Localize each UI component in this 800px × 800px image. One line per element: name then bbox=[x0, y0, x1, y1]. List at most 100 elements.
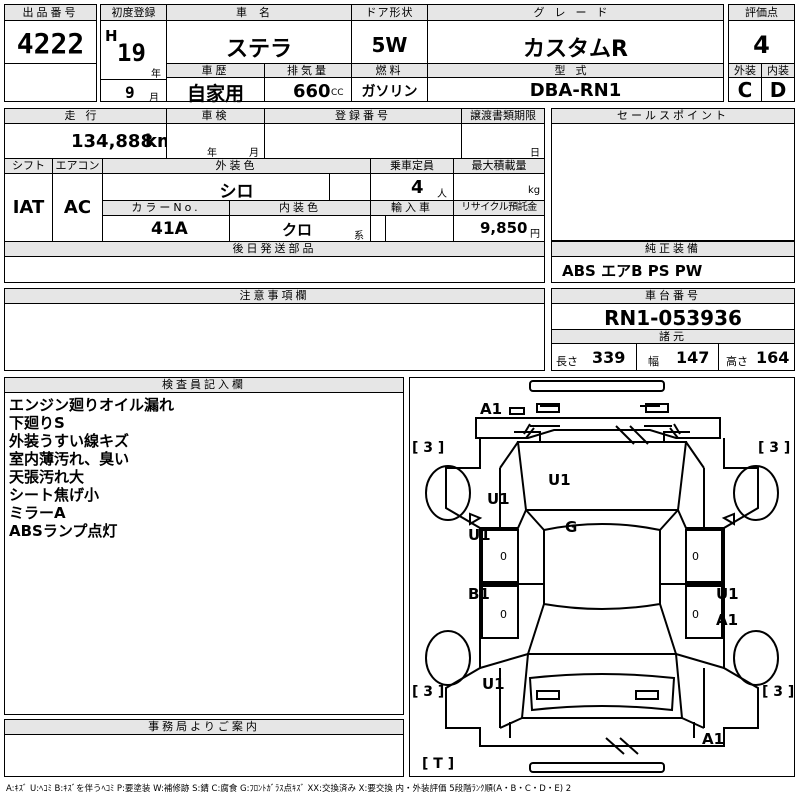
mark-roof: G bbox=[565, 518, 578, 536]
specs-width: 147 bbox=[676, 348, 710, 367]
front-panel bbox=[475, 417, 721, 439]
ext-color-label: 外装色 bbox=[103, 159, 370, 174]
capacity-unit: 人 bbox=[437, 189, 447, 200]
color-no-box: カラーNo. 41A bbox=[102, 200, 230, 242]
recycle-unit: 円 bbox=[530, 229, 540, 240]
shift-value: IAT bbox=[12, 197, 45, 218]
note-line: ミラーA bbox=[9, 504, 66, 522]
equipment-label: 純正装備 bbox=[552, 242, 794, 257]
equipment-box: 純正装備 ABS エアB PS PW bbox=[551, 241, 795, 283]
inspection-month-unit: 月 bbox=[249, 148, 259, 159]
first-reg-label: 初度登録 bbox=[101, 5, 166, 21]
inspector-label: 検査員記入欄 bbox=[5, 378, 403, 393]
history-box: 車歴 自家用 bbox=[166, 63, 265, 105]
first-reg-year-unit: 年 bbox=[151, 69, 161, 80]
first-reg-era: H bbox=[105, 27, 118, 45]
registration-label: 登録番号 bbox=[265, 109, 461, 124]
caution-box: 注意事項欄 bbox=[4, 288, 545, 371]
mileage-label: 走行 bbox=[5, 109, 166, 124]
specs-box: 諸元 長さ 339 幅 147 高さ 164 bbox=[551, 329, 795, 371]
tire-front-right: [ 3 ] bbox=[758, 440, 791, 456]
car-outline-diagram bbox=[425, 380, 779, 773]
first-reg-year: 19 bbox=[117, 39, 146, 67]
mark-door-zero: 0 bbox=[500, 550, 507, 563]
score-label: 評価点 bbox=[729, 5, 794, 21]
displacement-unit: CC bbox=[331, 88, 344, 98]
roof-panel bbox=[543, 523, 661, 610]
equipment-value: ABS エアB PS PW bbox=[562, 262, 703, 280]
max-load-label: 最大積載量 bbox=[454, 159, 544, 174]
history-label: 車歴 bbox=[167, 64, 264, 78]
inspection-year-unit: 年 bbox=[207, 148, 217, 159]
score-box: 評価点 4 bbox=[728, 4, 795, 64]
fuel-box: 燃料 ガソリン bbox=[351, 63, 428, 102]
inspection-label: 車検 bbox=[167, 109, 264, 124]
mark-rear-bumper: A1 bbox=[702, 730, 725, 748]
exterior-grade-box: 外装 C bbox=[728, 63, 762, 102]
model-box: 型式 DBA-RN1 bbox=[427, 63, 724, 102]
tire-rear-right: [ 3 ] bbox=[762, 684, 795, 700]
note-line: 下廻りS bbox=[9, 414, 65, 432]
int-color-box: 内装色 クロ 系 bbox=[229, 200, 371, 242]
mark-right-rear-door: U1 bbox=[716, 585, 739, 603]
mark-left-front-fender: U1 bbox=[487, 490, 510, 508]
transfer-deadline-box: 譲渡書類期限 日 bbox=[461, 108, 545, 159]
mileage-box: 走行 134,888 km bbox=[4, 108, 176, 159]
specs-height: 164 bbox=[756, 348, 790, 367]
specs-width-label: 幅 bbox=[648, 355, 659, 368]
displacement-value: 660 bbox=[293, 81, 331, 102]
transfer-deadline-day-unit: 日 bbox=[530, 148, 540, 159]
legend-text: A:ｷｽﾞ U:ﾍｺﾐ B:ｷｽﾞを伴うﾍｺﾐ P:要塗装 W:補修跡 S:錆 … bbox=[6, 784, 572, 794]
note-line: 室内薄汚れ、臭い bbox=[9, 450, 130, 468]
specs-length: 339 bbox=[592, 348, 626, 367]
later-parts-box: 後日発送部品 bbox=[4, 241, 545, 283]
history-value: 自家用 bbox=[186, 83, 244, 105]
rear-bumper-bar bbox=[529, 762, 665, 773]
car-name-box: 車名 ステラ bbox=[166, 4, 352, 64]
recycle-box: リサイクル預託金 9,850 円 bbox=[453, 200, 545, 242]
interior-grade-box: 内装 D bbox=[761, 63, 795, 102]
rear-left-wheel bbox=[425, 630, 471, 686]
inspection-box: 車検 年 月 bbox=[166, 108, 265, 159]
front-bumper-bar bbox=[529, 380, 665, 392]
model-value: DBA-RN1 bbox=[529, 80, 622, 101]
capacity-box: 乗車定員 4 人 bbox=[370, 158, 454, 201]
model-label: 型式 bbox=[428, 64, 723, 78]
grade-box: グレード カスタムR bbox=[427, 4, 724, 64]
import-label: 輸入車 bbox=[371, 201, 453, 216]
ext-color-box: 外装色 シロ bbox=[102, 158, 371, 202]
chassis-box: 車台番号 RN1-053936 bbox=[551, 288, 795, 330]
lot-number: 4222 bbox=[16, 27, 85, 60]
int-color-value: クロ bbox=[282, 221, 313, 239]
note-line: シート焦げ小 bbox=[9, 486, 100, 504]
interior-grade-label: 内装 bbox=[762, 64, 794, 78]
color-no-label: カラーNo. bbox=[103, 201, 229, 216]
office-box: 事務局よりご案内 bbox=[4, 719, 404, 777]
capacity-label: 乗車定員 bbox=[371, 159, 453, 174]
car-name-value: ステラ bbox=[225, 37, 292, 62]
displacement-box: 排気量 660 CC bbox=[264, 63, 352, 102]
inspector-notes: エンジン廻りオイル漏れ 下廻りS 外装うすい線キズ 室内薄汚れ、臭い 天張汚れ大… bbox=[9, 396, 174, 540]
interior-grade-value: D bbox=[769, 78, 787, 102]
sales-point-label: セールスポイント bbox=[552, 109, 794, 124]
max-load-unit: kg bbox=[528, 185, 541, 196]
specs-length-label: 長さ bbox=[556, 355, 578, 368]
note-line: ABSランプ点灯 bbox=[9, 522, 118, 540]
mark-left-rear-fender: U1 bbox=[482, 675, 505, 693]
note-line: 天張汚れ大 bbox=[9, 468, 85, 486]
first-reg-month: 9 bbox=[125, 83, 135, 102]
tire-front-left: [ 3 ] bbox=[412, 440, 445, 456]
aircon-box: エアコン AC bbox=[52, 158, 103, 242]
fuel-label: 燃料 bbox=[352, 64, 427, 78]
doors-label: ドア形状 bbox=[352, 5, 427, 21]
front-left-wheel bbox=[425, 465, 471, 521]
mark-door-zero: 0 bbox=[692, 608, 699, 621]
inspector-box: 検査員記入欄 エンジン廻りオイル漏れ 下廻りS 外装うすい線キズ 室内薄汚れ、臭… bbox=[4, 377, 404, 715]
specs-height-label: 高さ bbox=[726, 355, 748, 368]
mark-hood: U1 bbox=[548, 471, 571, 489]
office-label: 事務局よりご案内 bbox=[5, 720, 403, 735]
mark-front-bumper: A1 bbox=[480, 400, 503, 418]
grade-label: グレード bbox=[428, 5, 723, 21]
shift-box: シフト IAT bbox=[4, 158, 53, 242]
exterior-grade-label: 外装 bbox=[729, 64, 761, 78]
